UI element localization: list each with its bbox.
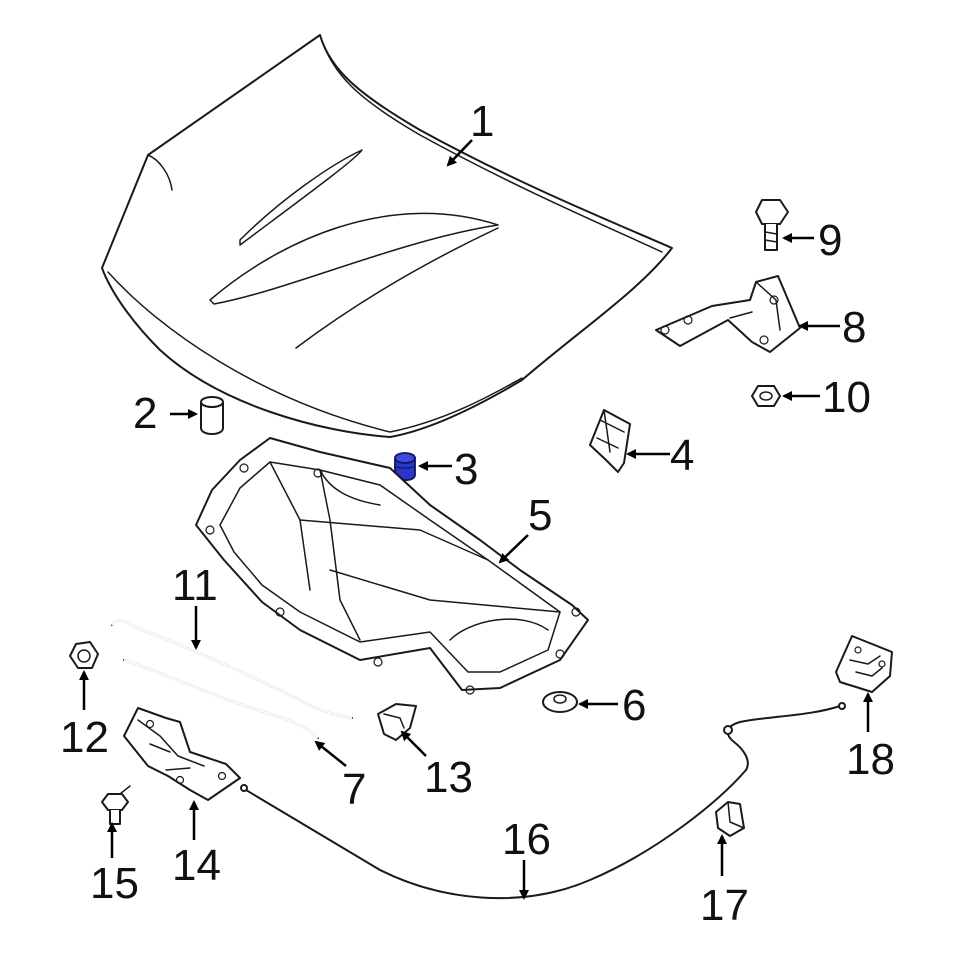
support-rod[interactable] (123, 659, 319, 739)
leader-7 (314, 740, 347, 767)
callout-3: 3 (454, 445, 478, 494)
callout-6: 6 (622, 681, 646, 730)
bolt-15[interactable] (101, 785, 131, 825)
callout-12: 12 (60, 713, 109, 762)
callout-8: 8 (842, 303, 866, 352)
release-cable[interactable] (240, 702, 846, 900)
bracket-18[interactable] (835, 635, 893, 693)
nut-12[interactable] (69, 641, 99, 669)
callout-13: 13 (424, 753, 473, 802)
grommet-6[interactable] (542, 691, 578, 713)
bumper-2[interactable] (200, 396, 224, 435)
callout-16: 16 (502, 815, 551, 864)
callout-14: 14 (172, 841, 221, 890)
callout-18: 18 (846, 735, 895, 784)
leader-5 (498, 534, 529, 564)
clip-17[interactable] (715, 801, 745, 837)
callout-17: 17 (700, 881, 749, 930)
callout-7: 7 (342, 765, 366, 814)
bolt-9[interactable] (755, 199, 789, 251)
hood-latch[interactable] (123, 707, 241, 801)
nut-10[interactable] (751, 385, 781, 407)
callout-5: 5 (528, 491, 552, 540)
callout-1: 1 (470, 97, 494, 146)
callout-10: 10 (822, 373, 871, 422)
callout-9: 9 (818, 216, 842, 265)
callout-11: 11 (172, 561, 218, 610)
bumper-3-highlighted[interactable] (394, 452, 416, 482)
prop-rod[interactable] (111, 619, 353, 719)
leader-lines (79, 139, 873, 900)
clip-13[interactable] (377, 703, 417, 741)
callout-4: 4 (670, 431, 694, 480)
hood-panel[interactable] (101, 34, 673, 438)
hinge-8[interactable] (655, 275, 801, 353)
callout-labels: 1 2 3 4 5 6 7 8 9 10 11 12 13 14 15 16 1… (60, 97, 895, 930)
leader-1 (446, 139, 473, 167)
callout-15: 15 (90, 859, 139, 908)
callout-2: 2 (133, 389, 157, 438)
hood-insulator[interactable] (195, 437, 589, 695)
bracket-4[interactable] (589, 409, 631, 473)
leader-13 (400, 730, 427, 757)
